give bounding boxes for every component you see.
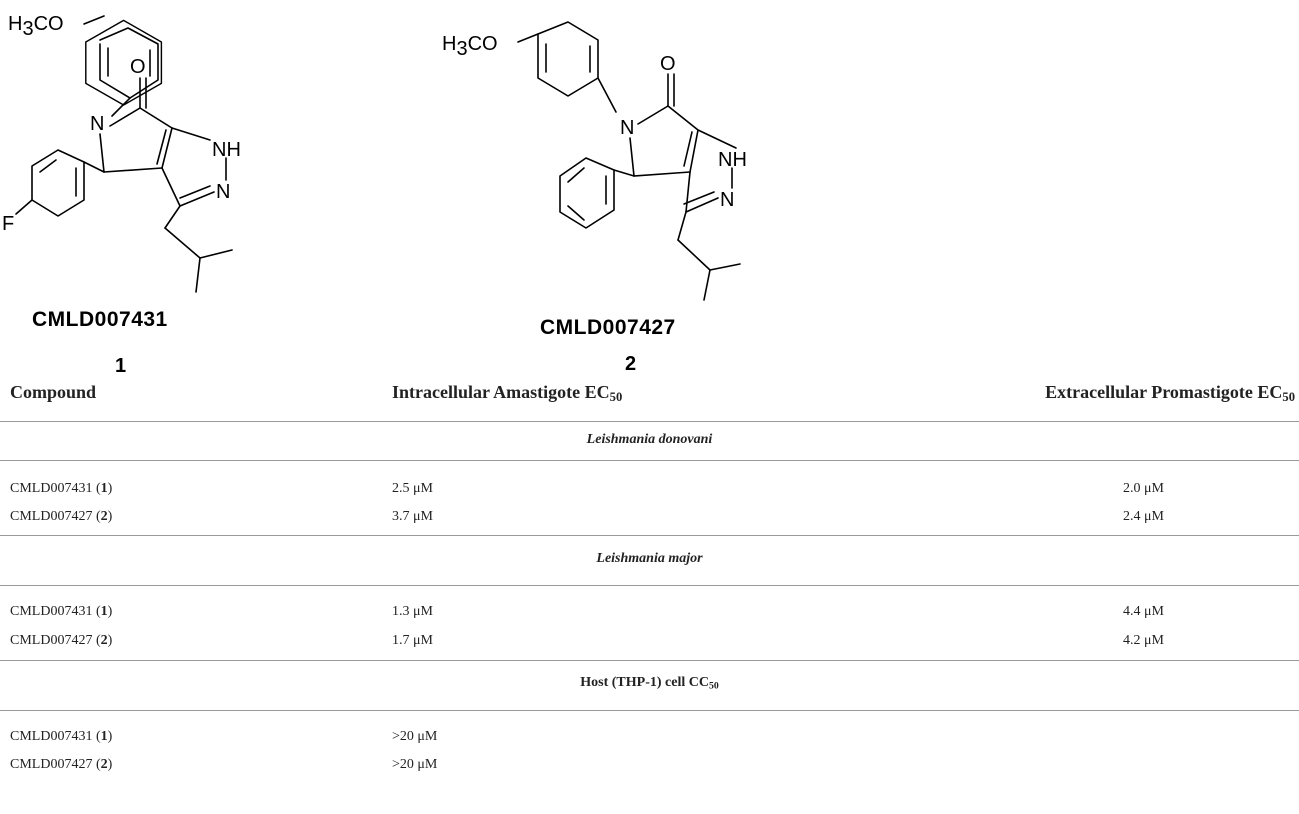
row-promastigote: 2.4 μM — [1123, 509, 1164, 524]
molecule-cmld007431: H3CO N O NH N — [2, 13, 241, 293]
nitrogen-label: N — [90, 113, 104, 135]
nh-label-2: NH — [718, 149, 747, 171]
carbonyl-oxygen-label-2: O — [660, 53, 676, 75]
row-compound: CMLD007427 (2) — [10, 509, 113, 524]
structure-1-name: CMLD007431 — [32, 308, 168, 331]
pyrazole-n-label-2: N — [720, 189, 734, 211]
nh-label: NH — [212, 139, 241, 161]
section-title-l-major: Leishmania major — [596, 551, 703, 566]
methoxy-label-2: H3CO — [442, 33, 498, 60]
structure-2-drawing: H3CO N O NH N — [420, 0, 760, 330]
header-rule — [0, 421, 1299, 422]
row-compound: CMLD007427 (2) — [10, 757, 113, 772]
header-promastigote: Extracellular Promastigote EC50 — [1045, 382, 1295, 405]
section-rule-4 — [0, 660, 1299, 661]
structure-2-number: 2 — [625, 353, 637, 375]
carbonyl-oxygen-label: O — [130, 56, 146, 78]
row-amastigote: 1.7 μM — [392, 633, 433, 648]
row-promastigote: 4.4 μM — [1123, 604, 1164, 619]
nitrogen-label-2: N — [620, 117, 634, 139]
row-compound: CMLD007431 (1) — [10, 729, 113, 744]
structure-1-number: 1 — [115, 355, 127, 377]
row-promastigote: 4.2 μM — [1123, 633, 1164, 648]
header-amastigote: Intracellular Amastigote EC50 — [392, 382, 623, 405]
row-compound: CMLD007427 (2) — [10, 633, 113, 648]
section-rule-2 — [0, 535, 1299, 536]
row-compound: CMLD007431 (1) — [10, 481, 113, 496]
row-promastigote: 2.0 μM — [1123, 481, 1164, 496]
row-compound: CMLD007431 (1) — [10, 604, 113, 619]
structure-2-name: CMLD007427 — [540, 316, 676, 339]
section-title-l-donovani: Leishmania donovani — [586, 432, 713, 447]
header-compound: Compound — [10, 382, 97, 402]
row-amastigote: 2.5 μM — [392, 481, 433, 496]
row-amastigote: >20 μM — [392, 729, 438, 744]
row-amastigote: 1.3 μM — [392, 604, 433, 619]
section-title-host-cell: Host (THP-1) cell CC50 — [580, 675, 719, 692]
structure-1-drawing: H3CO N O NH N — [0, 0, 300, 300]
section-rule-1 — [0, 460, 1299, 461]
fluorine-label: F — [2, 213, 14, 235]
section-rule-5 — [0, 710, 1299, 711]
methoxy-label: H3CO — [8, 13, 64, 40]
pyrazole-n-label: N — [216, 181, 230, 203]
section-rule-3 — [0, 585, 1299, 586]
row-amastigote: 3.7 μM — [392, 509, 433, 524]
row-amastigote: >20 μM — [392, 757, 438, 772]
molecule-cmld007427: H3CO N O NH N — [442, 21, 747, 301]
